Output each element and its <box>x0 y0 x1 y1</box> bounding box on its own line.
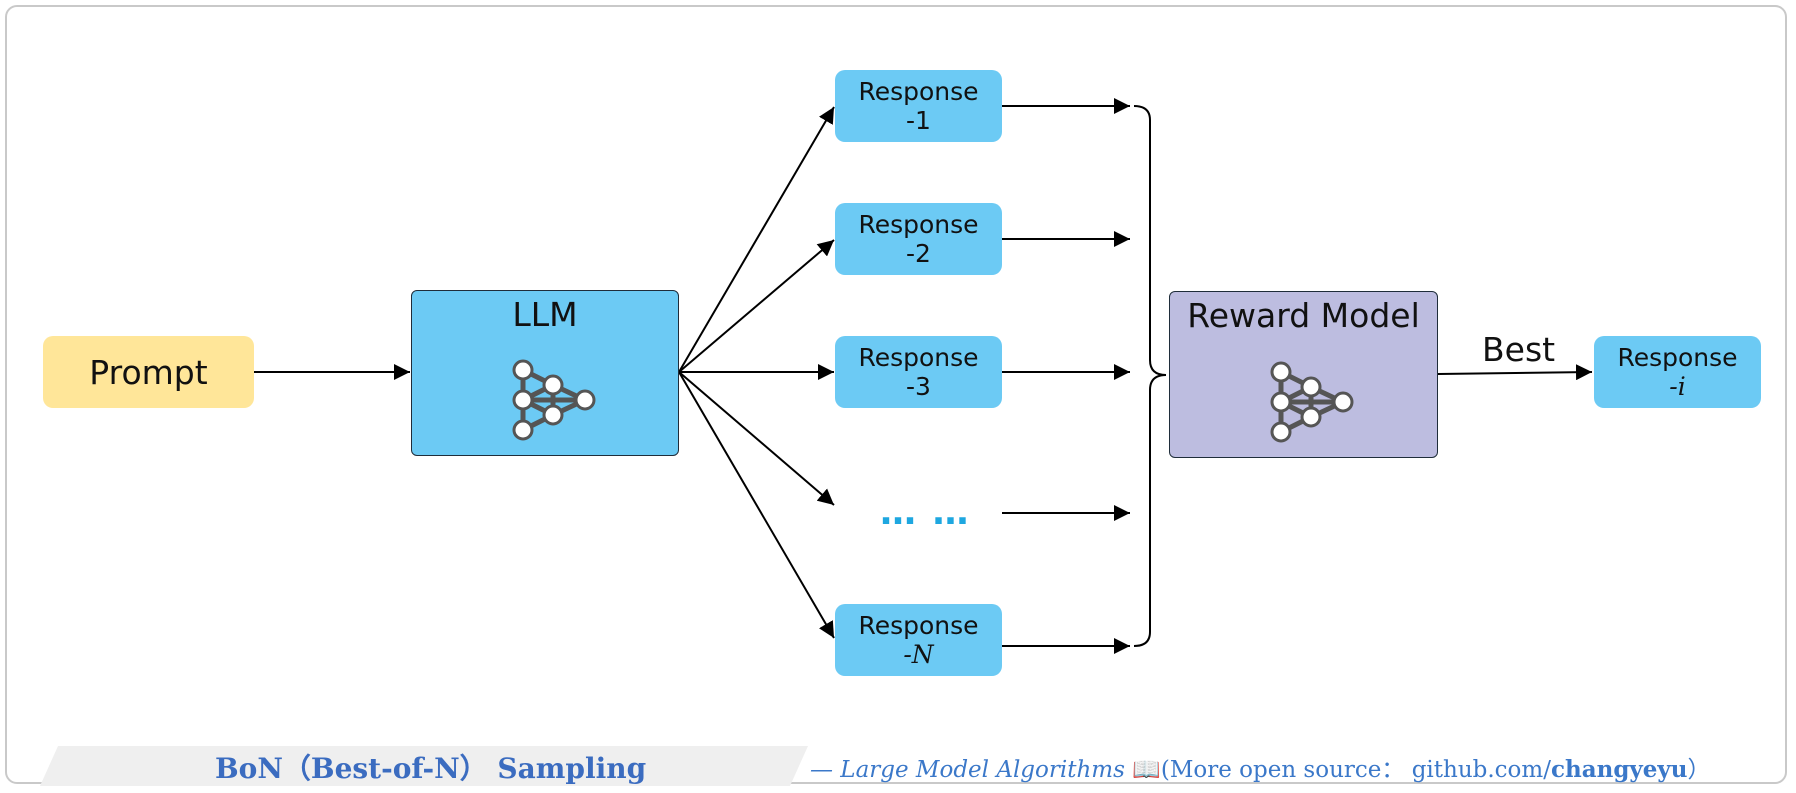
credit-middle: (More open source： github.com/ <box>1160 757 1551 783</box>
figure-caption: BoN（Best-of-N） Sampling <box>215 752 647 785</box>
response-title: Response <box>858 77 979 106</box>
figure-frame <box>5 5 1787 784</box>
response-title: Response <box>1617 343 1738 372</box>
footer-band <box>40 746 808 786</box>
neural-network-icon <box>512 359 596 441</box>
response-index: -2 <box>906 239 931 268</box>
llm-node: LLM <box>411 290 679 456</box>
credit-prefix: — Large Model Algorithms <box>810 757 1133 783</box>
reward-model-label: Reward Model <box>1187 296 1420 335</box>
best-edge-label: Best <box>1482 330 1556 369</box>
more-responses-ellipsis: … … <box>880 492 971 533</box>
merge-brace <box>1133 105 1167 647</box>
credit-suffix: ） <box>1687 757 1711 783</box>
llm-label: LLM <box>512 295 578 334</box>
response-node-3: Response -3 <box>835 336 1002 408</box>
response-title: Response <box>858 343 979 372</box>
response-index: -1 <box>906 106 931 135</box>
prompt-label: Prompt <box>89 352 208 392</box>
prompt-node: Prompt <box>43 336 254 408</box>
selected-response-node: Response -i <box>1594 336 1761 408</box>
arrow-reward-best <box>1437 364 1593 381</box>
response-node-1: Response -1 <box>835 70 1002 142</box>
response-node-2: Response -2 <box>835 203 1002 275</box>
arrow-llm-response-1 <box>678 106 835 373</box>
credit-handle: changyeyu <box>1550 756 1688 783</box>
response-title: Response <box>858 210 979 239</box>
figure-credit: — Large Model Algorithms 📖(More open sou… <box>810 750 1711 784</box>
response-node-n: Response -N <box>835 604 1002 676</box>
arrow-llm-response-2 <box>678 239 835 373</box>
arrow-llm-response-n <box>678 371 835 639</box>
neural-network-icon <box>1270 361 1354 443</box>
book-icon: 📖 <box>1132 757 1161 783</box>
arrow-llm-ellipsis <box>678 371 835 506</box>
response-index: -i <box>1669 372 1686 401</box>
response-title: Response <box>858 611 979 640</box>
response-index: -3 <box>906 372 931 401</box>
reward-model-node: Reward Model <box>1169 291 1438 458</box>
response-index: -N <box>903 640 934 669</box>
